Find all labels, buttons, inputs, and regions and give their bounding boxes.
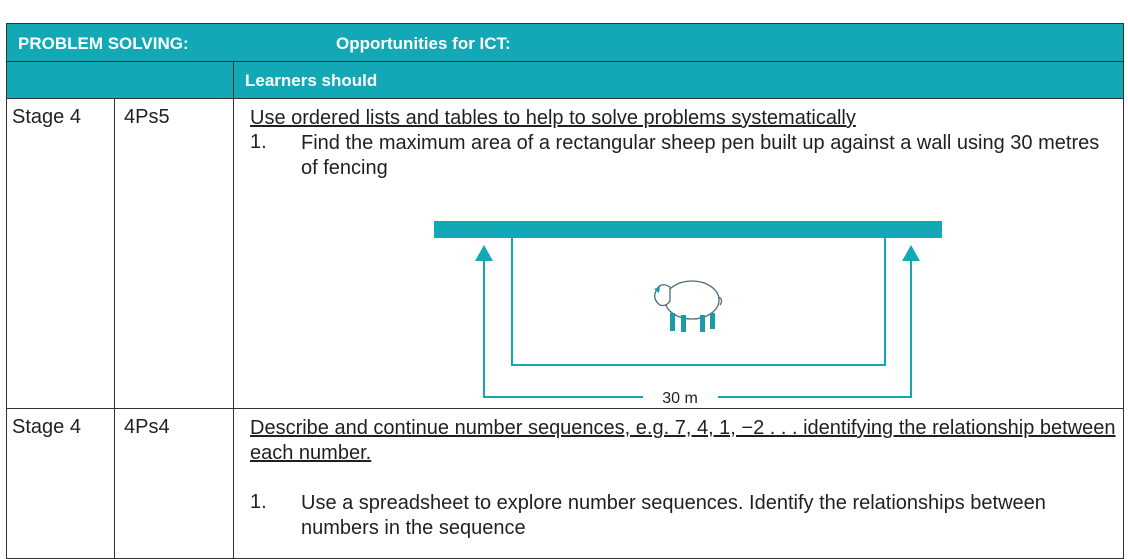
- stage-cell: Stage 4: [12, 416, 81, 438]
- table-row: Stage 4 4Ps4 Describe and continue numbe…: [6, 409, 1124, 559]
- column-divider: [233, 62, 234, 98]
- item-text: Find the maximum area of a rectangular s…: [301, 132, 1100, 179]
- pen-fence: [511, 238, 886, 366]
- item-text: Use a spreadsheet to explore number sequ…: [301, 492, 1046, 539]
- arrow-up-left: [475, 245, 493, 261]
- column-divider: [233, 409, 234, 558]
- table-row: Stage 4 4Ps5 Use ordered lists and table…: [6, 99, 1124, 409]
- column-divider: [114, 99, 115, 408]
- item-number: 1.: [250, 131, 267, 153]
- subheader-row: Learners should: [6, 62, 1124, 99]
- code-cell: 4Ps4: [124, 416, 170, 438]
- stage-cell: Stage 4: [12, 106, 81, 128]
- ict-title: Opportunities for ICT:: [336, 34, 511, 53]
- objective-text: Use ordered lists and tables to help to …: [250, 107, 856, 129]
- sheep-pen-diagram: 30 m: [434, 221, 942, 407]
- sheep-icon: [654, 280, 723, 332]
- diagram-label: 30 m: [662, 390, 698, 407]
- column-divider: [114, 409, 115, 558]
- arrow-up-right: [902, 245, 920, 261]
- measure-line-left: [483, 259, 643, 398]
- code-cell: 4Ps5: [124, 106, 170, 128]
- learners-should-label: Learners should: [245, 71, 378, 90]
- objective-text: Describe and continue number sequences, …: [250, 417, 1116, 464]
- column-divider: [233, 99, 234, 408]
- header-row: PROBLEM SOLVING: Opportunities for ICT:: [6, 23, 1124, 62]
- wall: [434, 221, 942, 238]
- item-number: 1.: [250, 491, 267, 513]
- measure-line-right: [718, 259, 912, 398]
- section-title: PROBLEM SOLVING:: [18, 34, 189, 53]
